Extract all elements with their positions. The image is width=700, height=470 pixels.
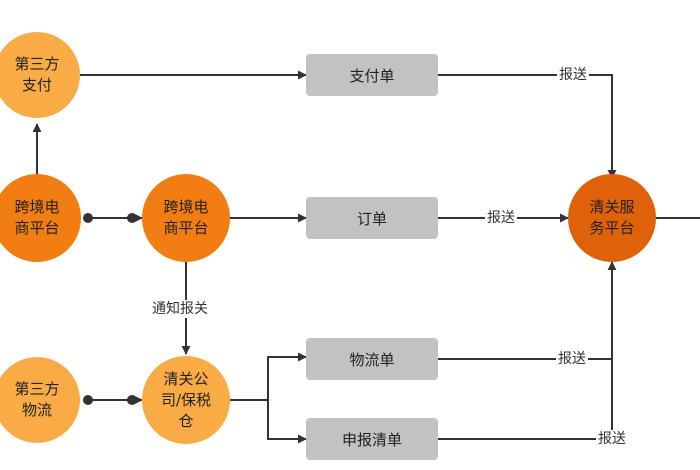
joint-dot: [127, 395, 137, 405]
label-report-declaration: 报送: [596, 430, 628, 448]
box-logistics-order: 物流单: [306, 338, 438, 380]
edge-customs-company-to-logistics-order: [230, 352, 307, 401]
label-report-logistics: 报送: [556, 350, 588, 368]
joint-dot: [83, 395, 93, 405]
box-order: 订单: [306, 197, 438, 239]
node-cross-border-platform: 跨境电商平台: [142, 174, 230, 262]
node-customs-service-platform: 清关服务平台: [568, 174, 656, 262]
box-declaration-list: 申报清单: [306, 418, 438, 460]
label-notify-customs: 通知报关: [150, 300, 210, 318]
edge-customs-company-to-declaration: [267, 400, 307, 444]
label-report-order: 报送: [485, 209, 517, 227]
node-third-party-logistics: 第三方物流: [0, 357, 80, 443]
node-customs-company-bonded-warehouse: 清关公司/保税仓: [142, 356, 230, 444]
label-report-payment: 报送: [557, 66, 589, 84]
joint-dot: [127, 213, 137, 223]
edge-payment-order-to-customs: [438, 74, 617, 179]
node-third-party-payment: 第三方支付: [0, 32, 80, 118]
node-cross-border-platform-left: 跨境电商平台: [0, 174, 81, 262]
joint-dot: [83, 213, 93, 223]
box-payment-order: 支付单: [306, 54, 438, 96]
edge-logistics-order-to-customs: [438, 261, 617, 360]
